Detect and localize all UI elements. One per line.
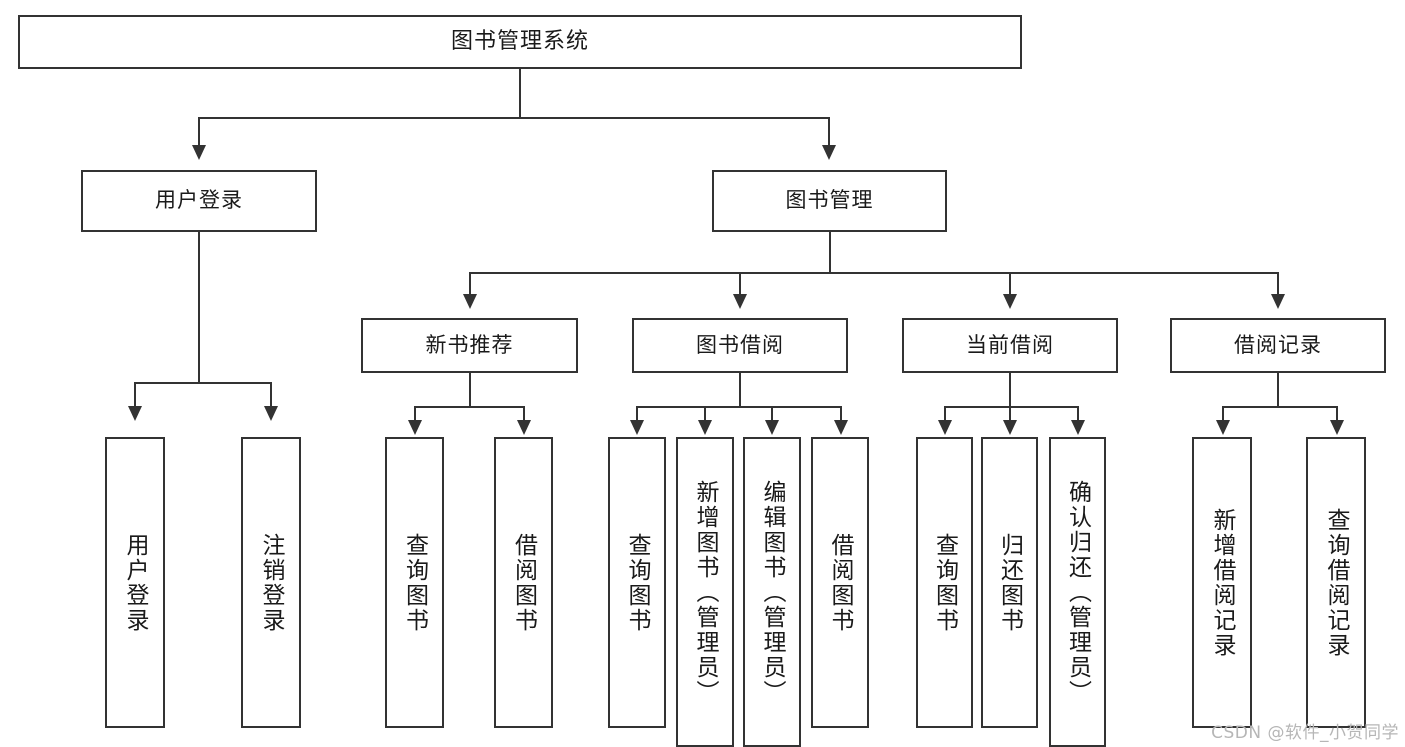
- node-label: 新书推荐: [425, 332, 514, 357]
- node-label: 新增图书（管理员）: [692, 479, 719, 705]
- connector-newbook-l2: [523, 406, 525, 420]
- arrow-to-book-management: [822, 145, 836, 160]
- leaf-borrow-add-book-admin[interactable]: 新增图书（管理员）: [676, 437, 734, 747]
- connector-root-to-bookmgmt: [828, 117, 830, 145]
- connector-login-bus: [134, 382, 270, 384]
- arrow-to-borrow-leaf-1: [630, 420, 644, 435]
- node-current-borrow[interactable]: 当前借阅: [902, 318, 1118, 373]
- node-label: 借阅记录: [1234, 332, 1322, 357]
- node-label: 用户登录: [155, 188, 243, 213]
- leaf-borrow-edit-book-admin[interactable]: 编辑图书（管理员）: [743, 437, 801, 747]
- leaf-newbook-query-book[interactable]: 查询图书: [385, 437, 444, 728]
- node-borrow-record[interactable]: 借阅记录: [1170, 318, 1386, 373]
- connector-current-l3: [1077, 406, 1079, 420]
- arrow-to-newbook-leaf-1: [408, 420, 422, 435]
- connector-borrow-bus: [636, 406, 842, 408]
- node-label: 图书管理系统: [450, 28, 589, 54]
- node-label: 用户登录: [122, 532, 149, 633]
- node-new-book-recommend[interactable]: 新书推荐: [361, 318, 578, 373]
- connector-login-stem: [198, 232, 200, 382]
- node-book-management[interactable]: 图书管理: [712, 170, 947, 232]
- arrow-to-newbook-leaf-2: [517, 420, 531, 435]
- connector-borrow-stem: [739, 373, 741, 406]
- node-label: 图书管理: [785, 188, 874, 213]
- connector-bookmgmt-b2: [739, 272, 741, 294]
- leaf-user-login[interactable]: 用户登录: [105, 437, 165, 728]
- node-label: 新增借阅记录: [1209, 507, 1236, 658]
- node-label: 确认归还（管理员）: [1064, 479, 1091, 705]
- node-label: 查询借阅记录: [1323, 507, 1350, 658]
- connector-record-bus: [1222, 406, 1338, 408]
- leaf-record-query-record[interactable]: 查询借阅记录: [1306, 437, 1366, 728]
- arrow-to-record-leaf-2: [1330, 420, 1344, 435]
- connector-borrow-l3: [771, 406, 773, 420]
- arrow-to-leaf-logout: [264, 406, 278, 421]
- node-root-system[interactable]: 图书管理系统: [18, 15, 1022, 69]
- connector-bookmgmt-stem: [829, 232, 831, 272]
- node-user-login[interactable]: 用户登录: [81, 170, 317, 232]
- arrow-to-borrow-leaf-2: [698, 420, 712, 435]
- connector-root-to-login: [198, 117, 200, 145]
- leaf-newbook-borrow-book[interactable]: 借阅图书: [494, 437, 553, 728]
- connector-current-l1: [944, 406, 946, 420]
- arrow-to-borrow-leaf-3: [765, 420, 779, 435]
- connector-bookmgmt-b3: [1009, 272, 1011, 294]
- connector-login-left: [134, 382, 136, 406]
- node-book-borrow[interactable]: 图书借阅: [632, 318, 848, 373]
- node-label: 当前借阅: [966, 332, 1054, 357]
- connector-borrow-l2: [704, 406, 706, 420]
- node-label: 查询图书: [401, 532, 428, 633]
- connector-borrow-l1: [636, 406, 638, 420]
- node-label: 借阅图书: [827, 532, 854, 633]
- connector-newbook-l1: [414, 406, 416, 420]
- connector-newbook-bus: [414, 406, 525, 408]
- node-label: 图书借阅: [696, 332, 784, 357]
- connector-bookmgmt-b1: [469, 272, 471, 294]
- node-label: 查询图书: [931, 532, 958, 633]
- node-label: 借阅图书: [510, 532, 537, 633]
- node-label: 查询图书: [624, 532, 651, 633]
- connector-newbook-stem: [469, 373, 471, 406]
- leaf-current-query-book[interactable]: 查询图书: [916, 437, 973, 728]
- connector-record-l2: [1336, 406, 1338, 420]
- connector-current-l2: [1009, 406, 1011, 420]
- arrow-to-borrow-leaf-4: [834, 420, 848, 435]
- csdn-watermark: CSDN @软件_小贺同学: [1211, 723, 1399, 743]
- connector-current-stem: [1009, 373, 1011, 406]
- connector-bookmgmt-bus: [469, 272, 1278, 274]
- connector-login-right: [270, 382, 272, 406]
- arrow-to-current-borrow: [1003, 294, 1017, 309]
- leaf-current-confirm-return-admin[interactable]: 确认归还（管理员）: [1049, 437, 1106, 747]
- arrow-to-current-leaf-2: [1003, 420, 1017, 435]
- connector-bookmgmt-b4: [1277, 272, 1279, 294]
- arrow-to-new-book: [463, 294, 477, 309]
- leaf-borrow-borrow-book[interactable]: 借阅图书: [811, 437, 869, 728]
- leaf-record-add-record[interactable]: 新增借阅记录: [1192, 437, 1252, 728]
- connector-root-bus: [198, 117, 830, 119]
- leaf-logout[interactable]: 注销登录: [241, 437, 301, 728]
- node-label: 编辑图书（管理员）: [759, 479, 786, 705]
- connector-record-l1: [1222, 406, 1224, 420]
- arrow-to-user-login: [192, 145, 206, 160]
- arrow-to-leaf-user-login: [128, 406, 142, 421]
- arrow-to-current-leaf-1: [938, 420, 952, 435]
- connector-current-bus: [944, 406, 1079, 408]
- connector-borrow-l4: [840, 406, 842, 420]
- arrow-to-record-leaf-1: [1216, 420, 1230, 435]
- node-label: 归还图书: [996, 532, 1023, 633]
- connector-root-stem: [519, 69, 521, 117]
- arrow-to-current-leaf-3: [1071, 420, 1085, 435]
- connector-record-stem: [1277, 373, 1279, 406]
- node-label: 注销登录: [258, 532, 285, 633]
- leaf-current-return-book[interactable]: 归还图书: [981, 437, 1038, 728]
- leaf-borrow-query-book[interactable]: 查询图书: [608, 437, 666, 728]
- arrow-to-borrow-record: [1271, 294, 1285, 309]
- arrow-to-book-borrow: [733, 294, 747, 309]
